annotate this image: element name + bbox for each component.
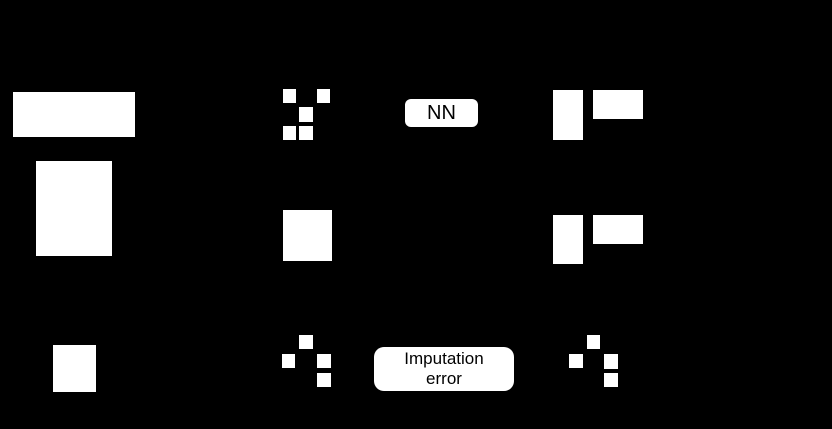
mask-cell-bottom-mid-b4 — [317, 373, 331, 387]
output-row-middle — [593, 215, 643, 244]
imputation-error-line1: Imputation — [404, 349, 484, 368]
mask-cell-bottom-mid-b2 — [282, 354, 295, 368]
output-row-top — [593, 90, 643, 119]
mask-cell-bottom-right-c4 — [604, 373, 618, 387]
output-column-middle — [553, 215, 583, 264]
mask-cell-top-a4 — [283, 126, 296, 140]
mask-cell-bottom-right-c1 — [587, 335, 600, 349]
output-column-top — [553, 90, 583, 140]
mask-cell-top-a3 — [299, 107, 313, 122]
data-matrix-tall — [36, 161, 112, 256]
mask-cell-top-a5 — [299, 126, 313, 140]
imputation-error-line2: error — [426, 369, 462, 388]
data-matrix-wide — [13, 92, 135, 137]
mask-cell-top-a1 — [283, 89, 296, 103]
data-matrix-small — [53, 345, 96, 392]
mask-cell-bottom-right-c3 — [604, 354, 618, 369]
mask-cell-bottom-mid-b1 — [299, 335, 313, 349]
mask-cell-bottom-right-c2 — [569, 354, 583, 368]
nn-box: NN — [405, 99, 478, 127]
imputation-error-box: Imputation error — [374, 347, 514, 391]
center-block — [283, 210, 332, 261]
mask-cell-bottom-mid-b3 — [317, 354, 331, 368]
nn-label: NN — [427, 102, 456, 124]
mask-cell-top-a2 — [317, 89, 330, 103]
